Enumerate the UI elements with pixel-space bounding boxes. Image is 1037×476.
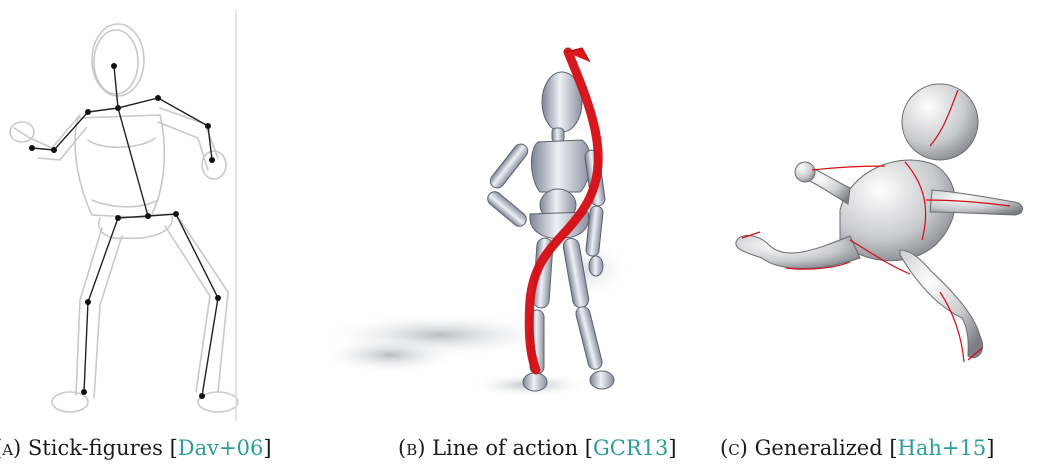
generalized-figure-image [700, 0, 1037, 430]
citation-link[interactable]: Dav+06 [178, 436, 264, 460]
figure-panel-c: (c) Generalized [Hah+15] [700, 0, 1037, 476]
figure-panel-b: (b) Line of action [GCR13] [330, 0, 660, 476]
citation-link[interactable]: Hah+15 [898, 436, 987, 460]
caption-label: (c) [720, 436, 748, 460]
citation-link[interactable]: GCR13 [593, 436, 668, 460]
caption-title: Generalized [755, 436, 883, 460]
stick-figure-image [0, 0, 262, 430]
caption-label: (b) [398, 436, 425, 460]
caption-label: (a) [0, 436, 21, 460]
caption-a: (a) Stick-figures [Dav+06] [0, 434, 272, 462]
caption-c: (c) Generalized [Hah+15] [720, 434, 994, 462]
line-of-action-image [330, 0, 660, 430]
caption-b: (b) Line of action [GCR13] [398, 434, 677, 462]
caption-title: Line of action [432, 436, 578, 460]
figure-panel-a: (a) Stick-figures [Dav+06] [0, 0, 300, 476]
caption-title: Stick-figures [28, 436, 163, 460]
